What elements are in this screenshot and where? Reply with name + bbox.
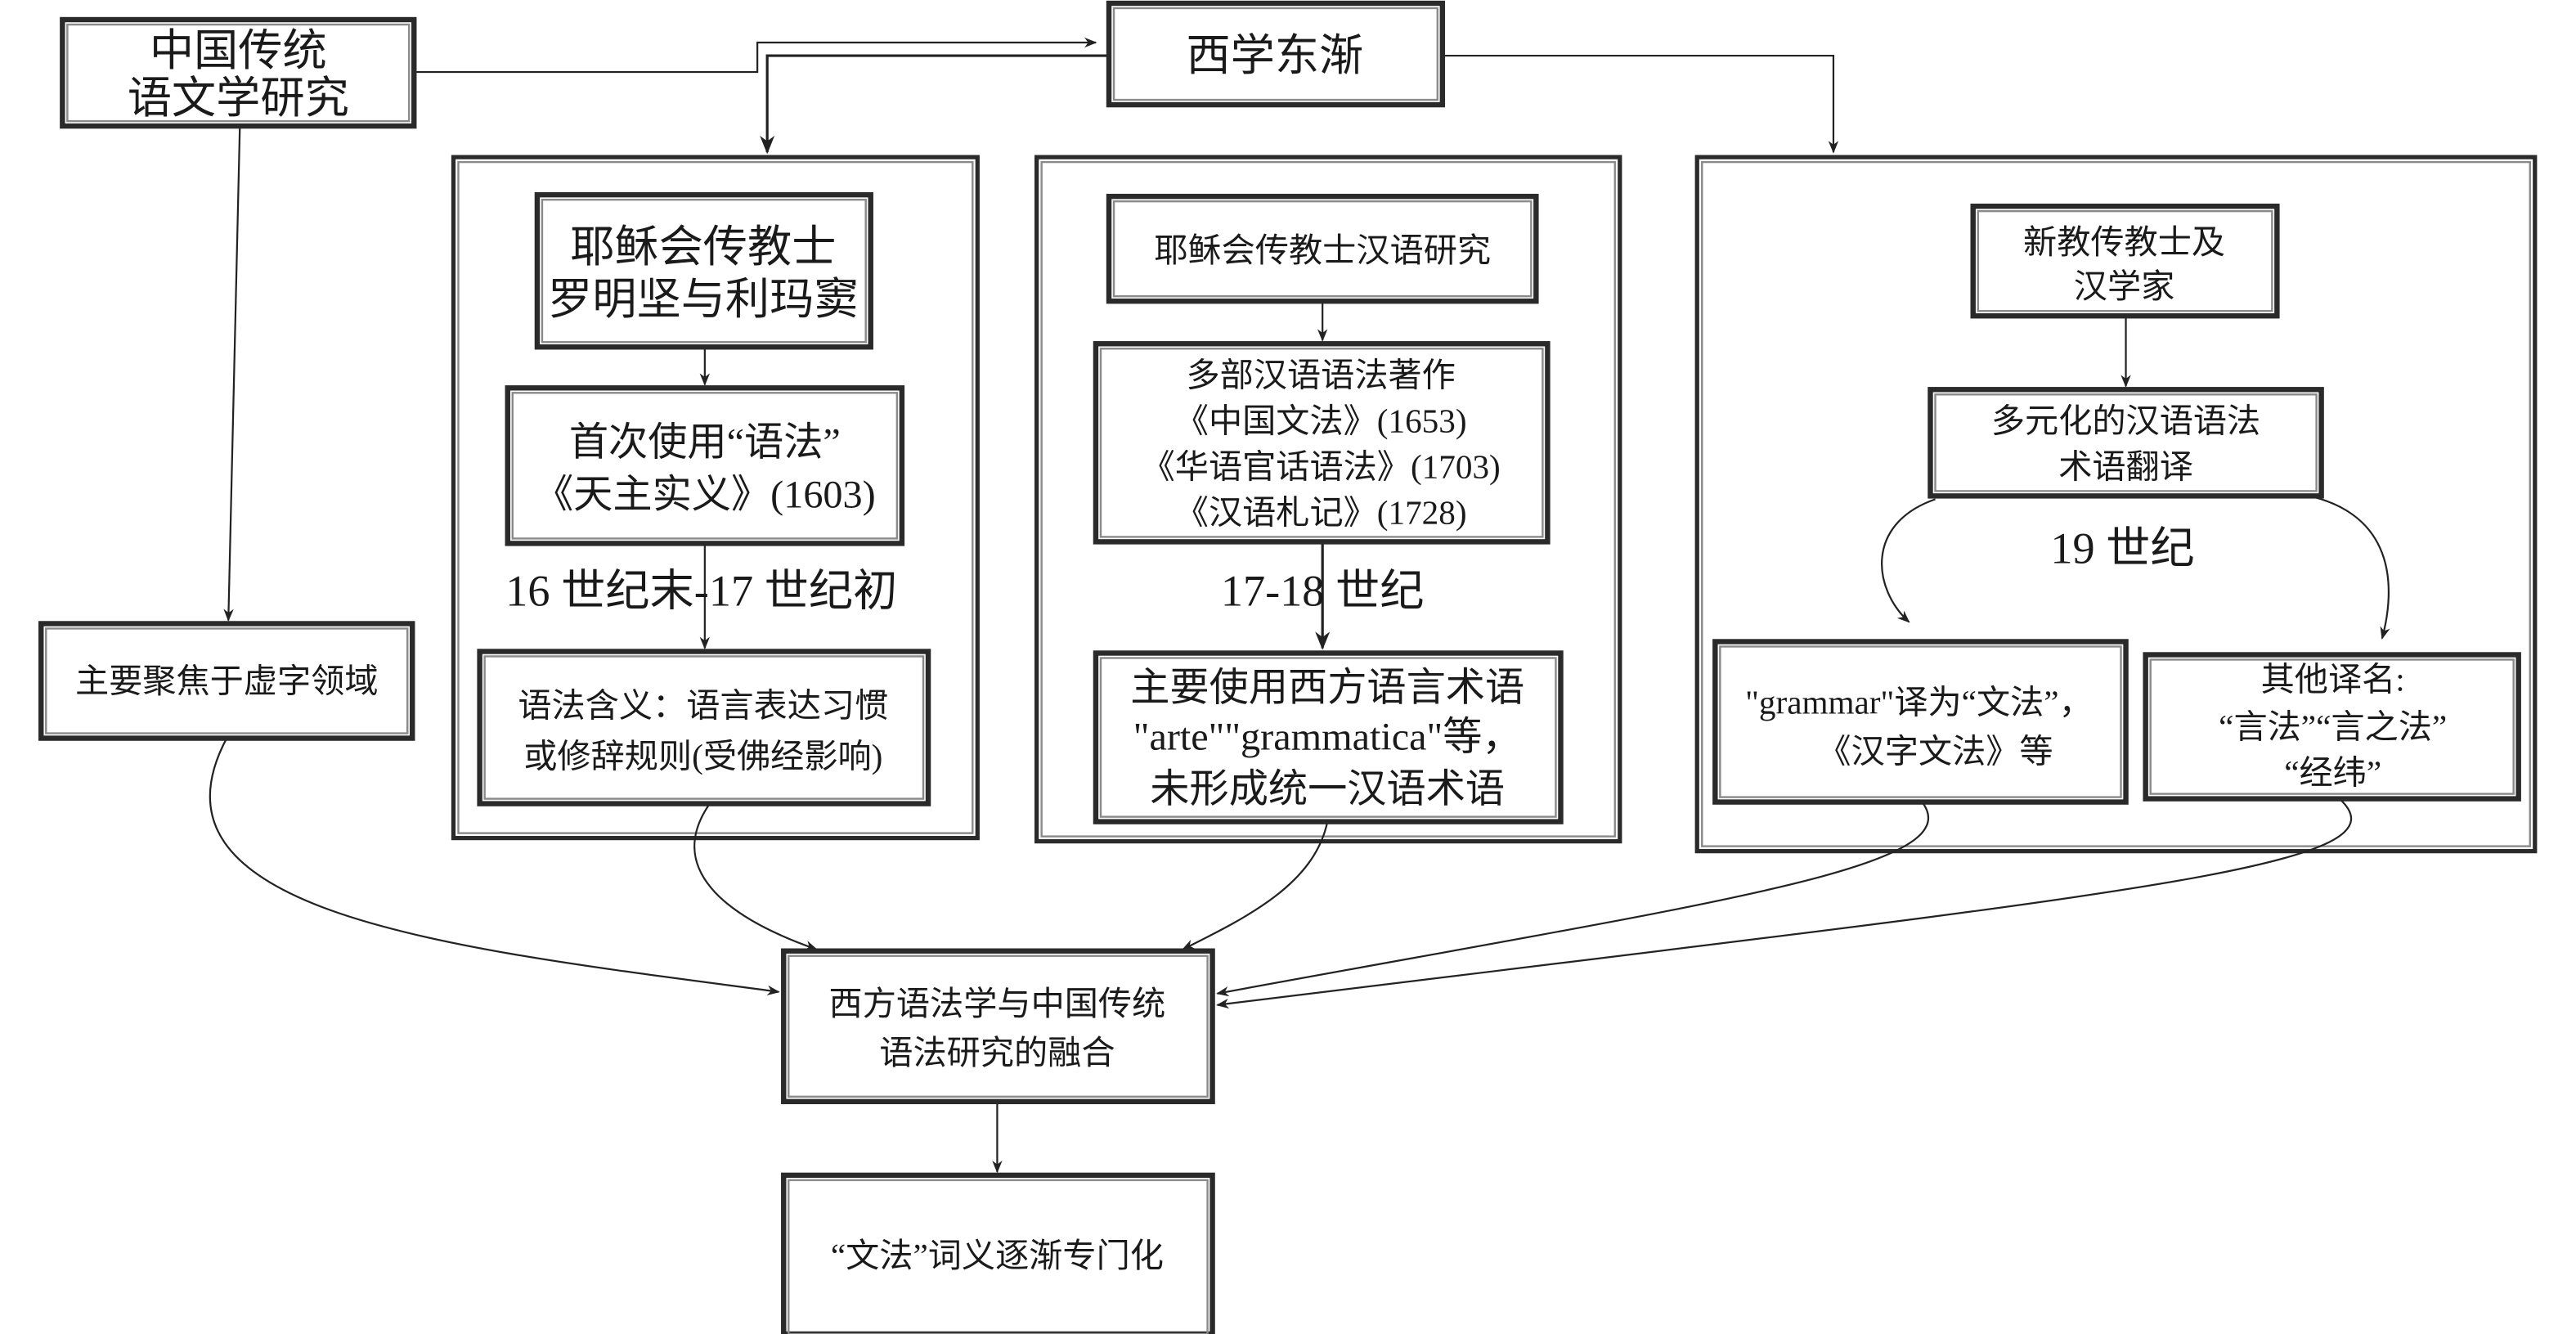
node-jesuits-ruggieri-ricci: 耶稣会传教士 罗明坚与利玛窦 xyxy=(534,191,873,350)
group-17-18-century xyxy=(1034,155,1622,844)
era-label-17-18: 17-18 世纪 xyxy=(1221,567,1425,616)
group-late16-early17-century xyxy=(451,155,980,841)
node-label-line: 语文学研究 xyxy=(128,74,349,123)
edge-function-words-to-fusion xyxy=(209,738,780,996)
node-label-line: 西学东渐 xyxy=(1186,31,1363,80)
node-label-line: 《天主实义》(1603) xyxy=(534,473,876,516)
node-label-line: 首次使用“语法” xyxy=(569,420,841,464)
edge-other-names-to-fusion xyxy=(1216,797,2353,1009)
node-label-line: 语法研究的融合 xyxy=(879,1034,1115,1071)
node-first-use-yufa: 首次使用“语法” 《天主实义》(1603) xyxy=(505,385,905,546)
node-label-line: 多元化的汉语语法 xyxy=(1991,402,2260,439)
node-traditional-philology: 中国传统 语文学研究 xyxy=(60,16,417,129)
node-label-line: 主要聚焦于虚字领域 xyxy=(75,663,379,700)
node-grammar-as-wenfa: "grammar"译为“文法”， 《汉字文法》等 xyxy=(1712,639,2129,805)
node-label-line: “文法”词义逐渐专门化 xyxy=(831,1237,1164,1274)
node-label-line: 多部汉语语法著作 xyxy=(1186,356,1455,393)
edge-diverse-to-grammar-wenfa xyxy=(1881,498,1936,623)
node-label-line: 汉学家 xyxy=(2074,267,2175,305)
edge-western-learning-to-right-group xyxy=(1442,54,1839,154)
node-label-line: 新教传教士及 xyxy=(2023,223,2225,261)
node-label-line: 罗明坚与利玛窦 xyxy=(548,275,859,324)
node-label-line: 耶稣会传教士汉语研究 xyxy=(1154,231,1491,269)
node-label-line: “言法”“言之法” xyxy=(2219,708,2447,746)
node-label-line: 其他译名: xyxy=(2261,661,2405,698)
node-function-words: 主要聚焦于虚字领域 xyxy=(38,621,415,741)
node-label-line: 或修辞规则(受佛经影响) xyxy=(523,738,882,775)
node-label-line: “经纬” xyxy=(2284,754,2381,792)
node-wenfa-specialization: “文法”词义逐渐专门化 xyxy=(781,1172,1215,1334)
node-western-terms: 主要使用西方语言术语 "arte""grammatica"等， 未形成统一汉语术… xyxy=(1093,650,1564,824)
node-label-line: 《中国文法》(1653) xyxy=(1175,402,1467,439)
node-label-line: "arte""grammatica"等， xyxy=(1133,716,1522,759)
edge-grammar-wenfa-to-fusion xyxy=(1216,801,1930,997)
node-fusion: 西方语法学与中国传统 语法研究的融合 xyxy=(781,948,1215,1105)
node-western-learning: 西学东渐 xyxy=(1106,0,1446,108)
node-label-line: 主要使用西方语言术语 xyxy=(1130,667,1524,710)
node-label-line: 耶稣会传教士 xyxy=(570,222,836,272)
node-label-line: "grammar"译为“文法”， xyxy=(1745,684,2093,721)
node-grammar-meaning: 语法含义：语言表达习惯 或修辞规则(受佛经影响) xyxy=(477,649,931,806)
era-label-19: 19 世纪 xyxy=(2050,524,2194,573)
node-label-line: 中国传统 xyxy=(150,26,327,75)
edge-traditional-to-western-learning xyxy=(414,37,1097,74)
group-19-century xyxy=(1694,155,2538,854)
node-label-line: 语法含义：语言表达习惯 xyxy=(518,687,888,725)
era-label-late16-early17: 16 世纪末-17 世纪初 xyxy=(505,567,897,616)
node-grammar-works: 多部汉语语法著作 《中国文法》(1653) 《华语官话语法》(1703) 《汉语… xyxy=(1093,341,1551,545)
node-label-line: 《华语官话语法》(1703) xyxy=(1142,447,1501,485)
edge-traditional-to-function-words xyxy=(223,126,241,622)
node-other-translations: 其他译名: “言法”“言之法” “经纬” xyxy=(2143,652,2521,802)
node-label-line: 术语翻译 xyxy=(2058,447,2193,485)
node-label-line: 西方语法学与中国传统 xyxy=(829,985,1166,1022)
edge-diverse-to-other-names xyxy=(2291,492,2390,640)
node-label-line: 《汉字文法》等 xyxy=(1817,733,2053,770)
node-diverse-translation: 多元化的汉语语法 术语翻译 xyxy=(1928,387,2324,499)
edge-meaning-to-fusion xyxy=(693,802,818,950)
edge-western-learning-to-left-group xyxy=(760,54,1110,155)
edge-western-terms-to-fusion xyxy=(1182,821,1329,950)
node-protestant-sinologists: 新教传教士及 汉学家 xyxy=(1970,203,2280,319)
node-label-line: 未形成统一汉语术语 xyxy=(1150,768,1505,811)
node-jesuit-chinese-research: 耶稣会传教士汉语研究 xyxy=(1106,193,1539,304)
node-label-line: 《汉语札记》(1728) xyxy=(1175,493,1467,531)
